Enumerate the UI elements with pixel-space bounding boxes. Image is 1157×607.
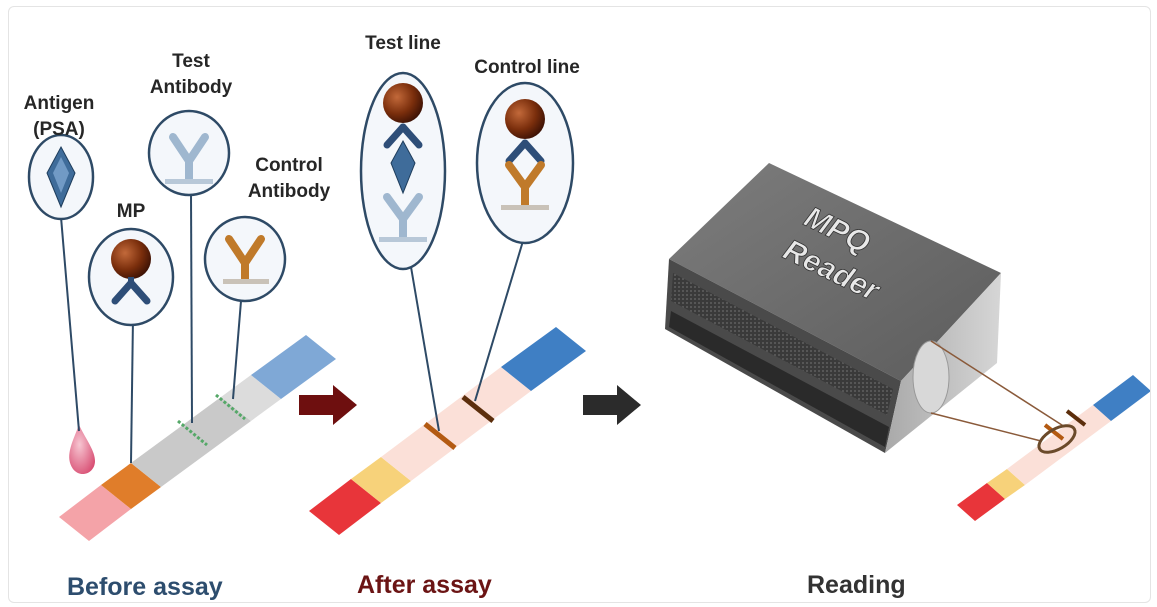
membrane-upper bbox=[221, 375, 281, 421]
absorbent-pad-after bbox=[501, 327, 586, 391]
reader-ring bbox=[1037, 424, 1077, 454]
antigen-icon bbox=[390, 139, 416, 195]
control-antibody-icon bbox=[223, 235, 269, 284]
magnetic-particle-icon bbox=[505, 99, 545, 139]
antigen-connector bbox=[60, 216, 80, 432]
antigen-label-2: (PSA) bbox=[33, 119, 85, 140]
test-line-before bbox=[177, 419, 208, 447]
test-line-after bbox=[423, 422, 457, 450]
mp-bubble bbox=[87, 227, 175, 327]
test-antibody-label-2: Antibody bbox=[150, 77, 233, 98]
mp-connector bbox=[130, 316, 134, 464]
nitrocellulose-membrane bbox=[131, 397, 251, 487]
test-antibody-connector bbox=[190, 192, 193, 424]
test-line-connector bbox=[410, 266, 440, 432]
assay-diagram: Antigen (PSA) MP Test Antibody Co bbox=[24, 33, 1150, 601]
control-line-after bbox=[461, 395, 495, 423]
sample-drop-icon bbox=[69, 425, 95, 475]
membrane-after bbox=[381, 367, 531, 481]
control-line-before bbox=[215, 393, 246, 421]
control-line-bubble bbox=[475, 81, 575, 245]
antigen-label-1: Antigen bbox=[24, 93, 95, 114]
after-strip bbox=[309, 327, 586, 535]
antigen-bubble bbox=[27, 133, 95, 221]
control-antibody-label-2: Antibody bbox=[248, 181, 331, 202]
detection-antibody-icon bbox=[111, 277, 151, 305]
sample-pad bbox=[59, 485, 131, 541]
magnetic-particle-icon bbox=[383, 83, 423, 123]
caption-before: Before assay bbox=[67, 573, 223, 601]
test-antibody-label-1: Test bbox=[172, 51, 210, 72]
control-antibody-bubble bbox=[203, 215, 287, 303]
caption-reading: Reading bbox=[807, 571, 906, 599]
diagram-frame: Antigen (PSA) MP Test Antibody Co bbox=[8, 6, 1151, 603]
beam-line bbox=[930, 340, 1066, 428]
reader-grille bbox=[671, 273, 893, 415]
reader-lens bbox=[912, 340, 950, 414]
sample-pad-after bbox=[309, 479, 381, 535]
magnetic-particle-icon bbox=[111, 239, 151, 279]
conjugate-pad-after bbox=[351, 457, 411, 503]
before-strip bbox=[59, 335, 336, 541]
beam-line bbox=[930, 412, 1042, 442]
caption-after: After assay bbox=[357, 571, 492, 599]
arrow-right-icon bbox=[299, 385, 357, 425]
conjugate-pad bbox=[101, 463, 161, 509]
control-line-connector bbox=[474, 240, 524, 402]
mp-label: MP bbox=[117, 201, 146, 222]
control-antibody-label-1: Control bbox=[255, 155, 323, 176]
reading-strip bbox=[957, 375, 1150, 521]
test-antibody-bubble bbox=[147, 109, 231, 197]
test-antibody-icon bbox=[165, 133, 213, 184]
absorbent-pad bbox=[251, 335, 336, 399]
arrow-right-icon bbox=[583, 385, 641, 425]
mpq-reader-device: MPQ Reader bbox=[665, 163, 1001, 453]
test-line-bubble bbox=[359, 71, 447, 271]
test-line-label: Test line bbox=[365, 33, 441, 54]
control-line-label: Control line bbox=[474, 57, 580, 78]
control-antibody-connector bbox=[232, 300, 242, 400]
